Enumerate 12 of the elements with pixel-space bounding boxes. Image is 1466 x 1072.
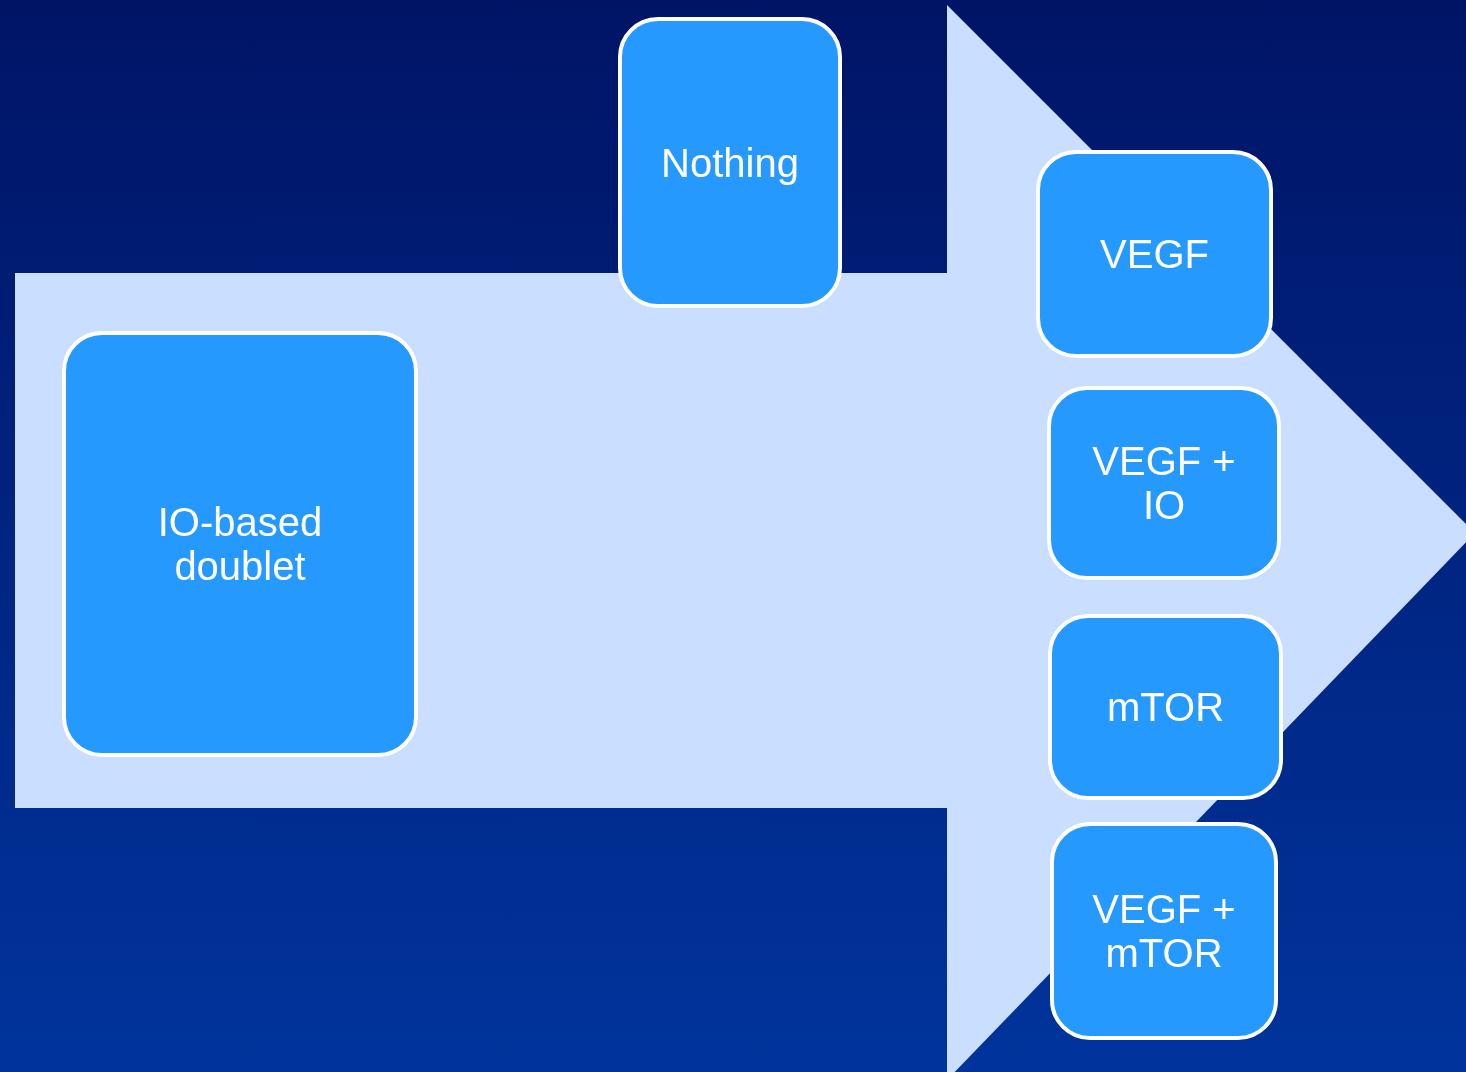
box-label: VEGF [1100, 232, 1209, 276]
process-box [1036, 150, 1273, 358]
process-box [1047, 386, 1281, 580]
box-label: mTOR [1107, 685, 1224, 729]
process-box [62, 331, 418, 757]
process-box [1048, 614, 1283, 800]
box-label: IO-based doublet [156, 500, 324, 588]
process-box [1050, 822, 1278, 1040]
process-box [618, 17, 842, 308]
box-label: VEGF + mTOR [1091, 887, 1237, 975]
box-label: Nothing [661, 140, 799, 185]
box-label: VEGF + IO [1091, 439, 1237, 527]
